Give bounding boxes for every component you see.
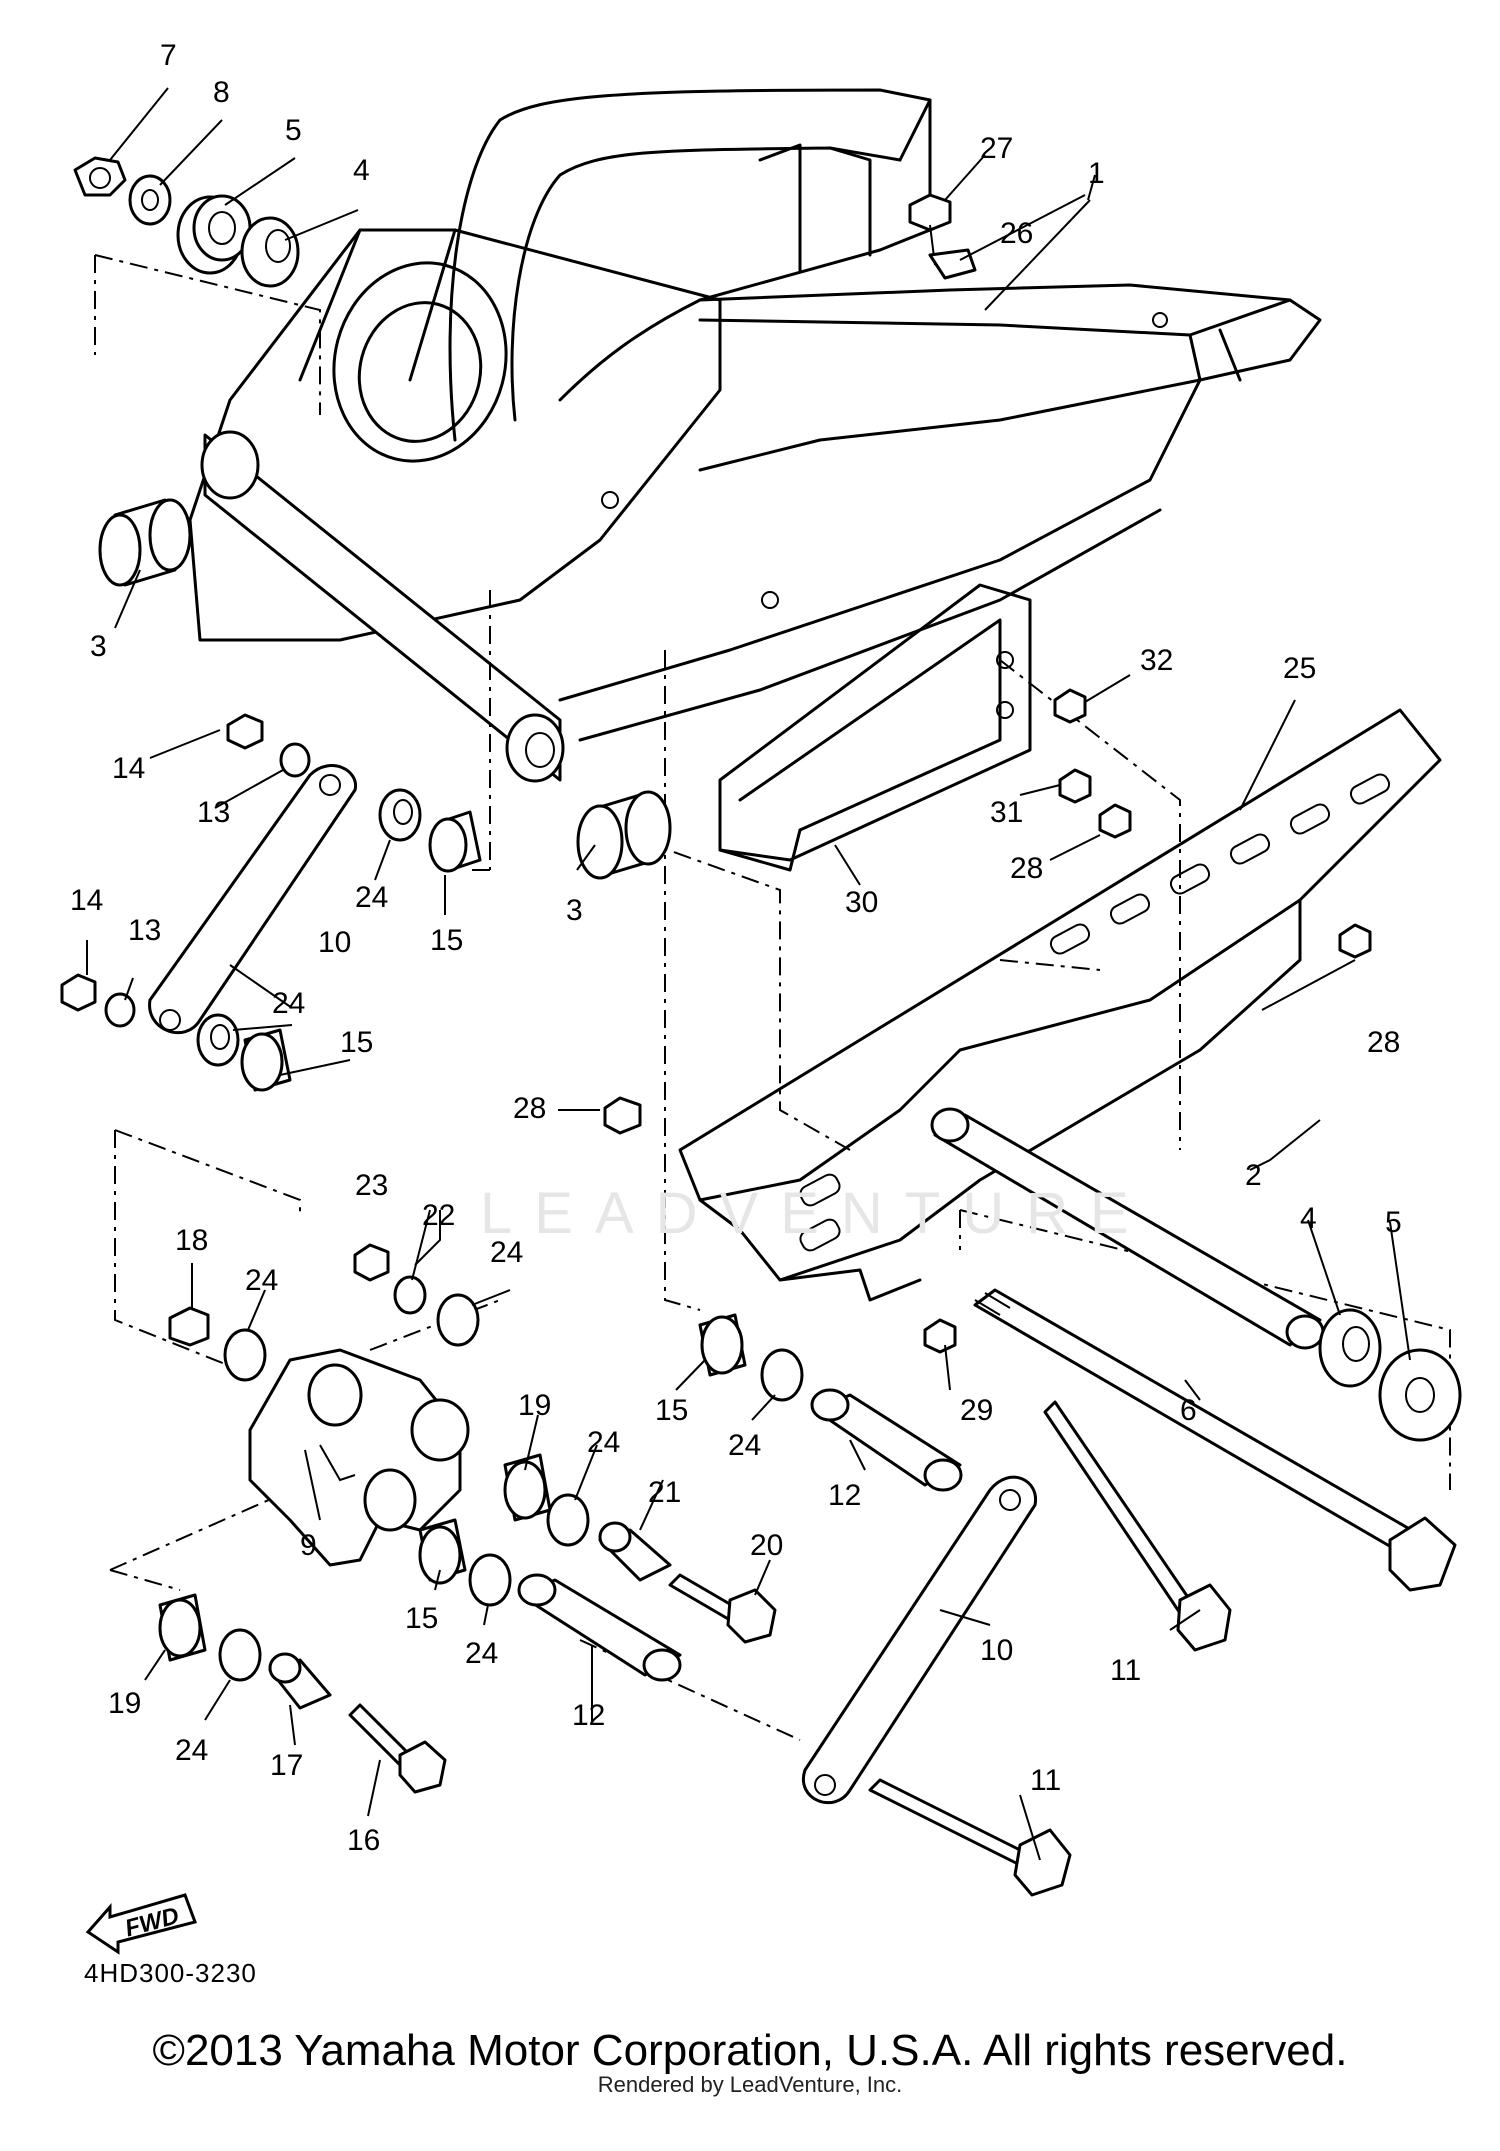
callout-24: 24 (355, 881, 388, 914)
diagram-part-code: 4HD300-3230 (84, 1958, 257, 1988)
copyright-notice: ©2013 Yamaha Motor Corporation, U.S.A. A… (152, 2026, 1348, 2075)
callout-3: 3 (566, 894, 583, 927)
callout-10: 10 (318, 926, 351, 959)
callout-24: 24 (272, 987, 305, 1020)
leader-lines (86, 87, 1411, 1861)
collars (268, 1388, 963, 1710)
callout-18: 18 (175, 1224, 208, 1257)
callout-21: 21 (648, 1476, 681, 1509)
callout-9: 9 (300, 1529, 317, 1562)
rendered-by-notice: Rendered by LeadVenture, Inc. (597, 2072, 903, 2097)
chain-slider-30 (718, 583, 1032, 872)
callout-30: 30 (845, 886, 878, 919)
hardware-top-left (73, 156, 672, 880)
pivot-shaft-collars (1318, 1308, 1462, 1442)
callout-1: 1 (1088, 157, 1105, 190)
swingarm (188, 88, 1322, 783)
callout-15: 15 (655, 1394, 688, 1427)
callout-4: 4 (1300, 1202, 1317, 1235)
callout-5: 5 (285, 114, 302, 147)
callout-22: 22 (422, 1199, 455, 1232)
callout-15: 15 (430, 924, 463, 957)
callout-8: 8 (213, 76, 230, 109)
callout-11: 11 (1030, 1764, 1061, 1797)
callouts: 7 8 5 4 27 1 26 3 3 32 25 14 13 24 15 31… (70, 39, 1402, 1857)
callout-24: 24 (245, 1264, 278, 1297)
fwd-arrow-icon: FWD (85, 1893, 197, 1955)
link-bearings (60, 713, 482, 1092)
callout-6: 6 (1180, 1394, 1197, 1427)
callout-15: 15 (340, 1026, 373, 1059)
callout-29: 29 (960, 1394, 993, 1427)
callout-23: 23 (355, 1169, 388, 1202)
screws (603, 193, 1372, 1354)
callout-12: 12 (572, 1699, 605, 1732)
callout-19: 19 (108, 1687, 141, 1720)
callout-12: 12 (828, 1479, 861, 1512)
chain-guard-25 (678, 708, 1442, 1302)
relay-9 (248, 1348, 470, 1567)
callout-15: 15 (405, 1602, 438, 1635)
callout-27: 27 (980, 132, 1013, 165)
callout-28: 28 (513, 1092, 546, 1125)
bolt-11-lower (868, 1778, 1072, 1897)
callout-14: 14 (70, 884, 103, 917)
bolt-11-upper (1043, 1400, 1232, 1652)
bolt-20 (668, 1573, 777, 1644)
callout-26: 26 (1000, 217, 1033, 250)
callout-16: 16 (347, 1824, 380, 1857)
watermark: LEADVENTURE (480, 1181, 1151, 1246)
callout-28: 28 (1010, 852, 1043, 885)
callout-2: 2 (1245, 1159, 1262, 1192)
callout-13: 13 (197, 796, 230, 829)
callout-24: 24 (465, 1637, 498, 1670)
callout-17: 17 (270, 1749, 303, 1782)
relay-bushings (158, 1243, 804, 1682)
relay-arm-10-lower (801, 1475, 1037, 1805)
callout-5: 5 (1385, 1206, 1402, 1239)
bolt-16 (348, 1703, 447, 1794)
fwd-label: FWD (122, 1902, 182, 1942)
callout-24: 24 (175, 1734, 208, 1767)
callout-7: 7 (160, 39, 177, 72)
callout-20: 20 (750, 1529, 783, 1562)
pivot-bolt-6 (973, 1288, 1457, 1592)
callout-24: 24 (728, 1429, 761, 1462)
callout-19: 19 (518, 1389, 551, 1422)
callout-28: 28 (1367, 1026, 1400, 1059)
callout-14: 14 (112, 752, 145, 785)
callout-24: 24 (490, 1236, 523, 1269)
callout-13: 13 (128, 914, 161, 947)
callout-4: 4 (353, 154, 370, 187)
relay-arm-10-upper (148, 764, 357, 1035)
callout-3: 3 (90, 630, 107, 663)
pivot-shaft-2 (930, 1107, 1325, 1350)
callout-24: 24 (587, 1426, 620, 1459)
callout-10: 10 (980, 1634, 1013, 1667)
callout-32: 32 (1140, 644, 1173, 677)
callout-11: 11 (1110, 1654, 1141, 1687)
callout-31: 31 (990, 796, 1023, 829)
callout-25: 25 (1283, 652, 1316, 685)
